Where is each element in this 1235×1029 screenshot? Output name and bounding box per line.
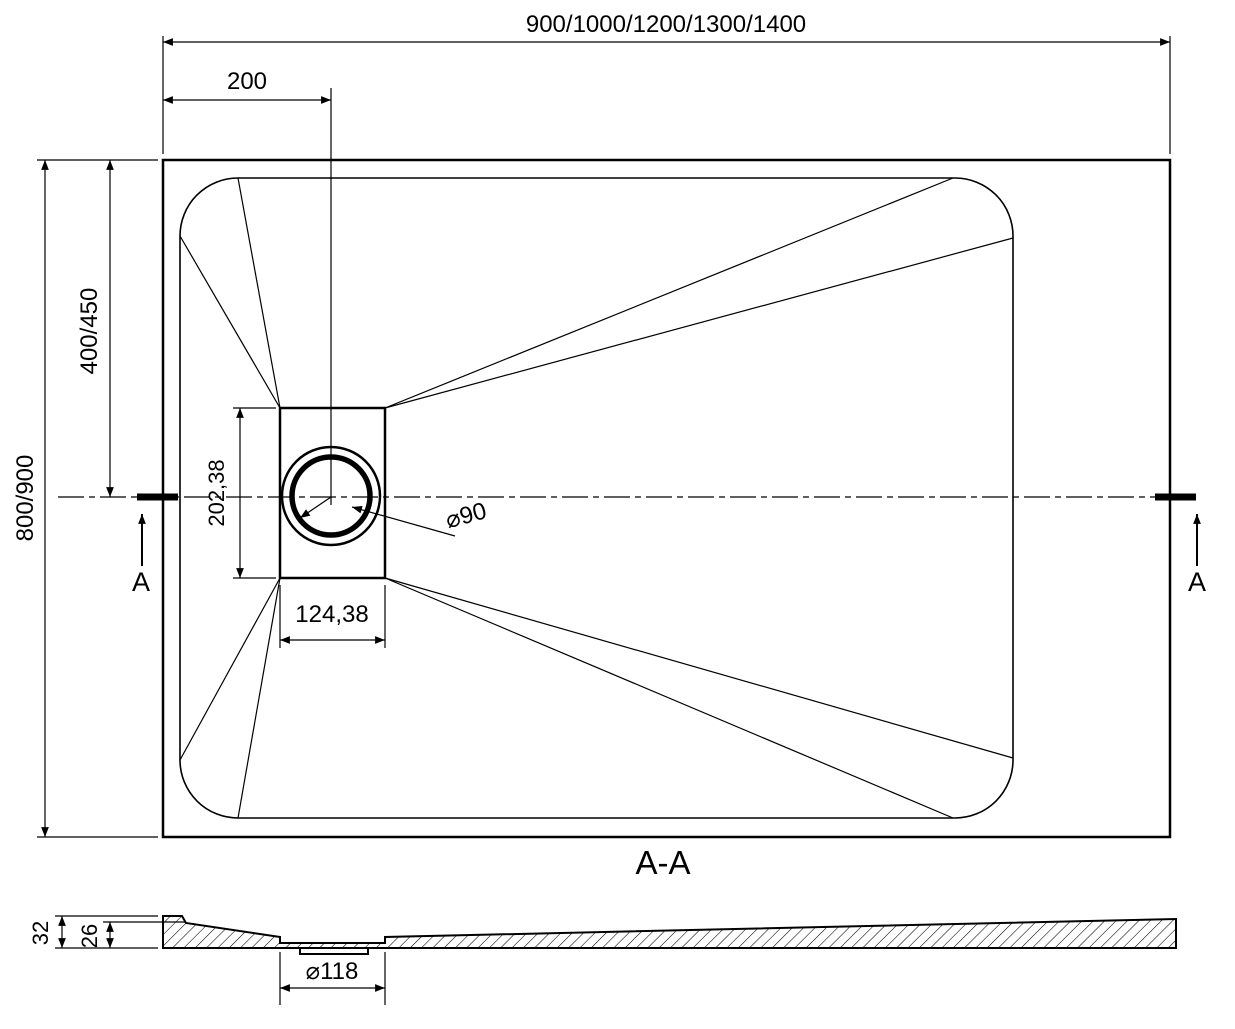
dim-total-height-label: 32 bbox=[28, 921, 53, 945]
dim-center-depth: 400/450 bbox=[76, 160, 114, 497]
section-arrow-right: A bbox=[1188, 514, 1206, 597]
tray-outer-outline bbox=[161, 158, 1172, 839]
dim-recess-diameter: ⌀118 bbox=[279, 952, 386, 1005]
dim-drain-box-width-label: 124,38 bbox=[295, 601, 368, 628]
tray-basin-outline bbox=[179, 177, 1014, 819]
dim-center-depth-label: 400/450 bbox=[76, 288, 103, 375]
dim-drain-offset: 200 bbox=[163, 68, 331, 104]
dim-total-height: 32 bbox=[28, 915, 158, 949]
dim-edge-height: 26 bbox=[77, 921, 186, 948]
drain-box-outline bbox=[278, 406, 387, 580]
dim-drain-box-height-label: 202,38 bbox=[204, 459, 229, 526]
dim-overall-width-label: 900/1000/1200/1300/1400 bbox=[526, 11, 806, 38]
top-view-drawing: A A 900/1000/1200/1300/1400 200 800/900 bbox=[12, 11, 1206, 839]
section-drain-boss bbox=[299, 948, 369, 955]
section-marker-right-label: A bbox=[1188, 567, 1206, 597]
section-marker-left-label: A bbox=[132, 567, 150, 597]
dim-drain-diameter: ⌀90 bbox=[299, 496, 490, 537]
slope-lines bbox=[179, 177, 1014, 819]
section-view-drawing: 32 26 ⌀118 bbox=[28, 915, 1177, 1005]
dim-recess-diameter-label: ⌀118 bbox=[306, 958, 359, 985]
dim-overall-depth-label: 800/900 bbox=[12, 455, 39, 542]
section-arrow-left: A bbox=[132, 514, 150, 597]
dim-edge-height-label: 26 bbox=[77, 924, 102, 948]
dim-drain-box-height: 202,38 bbox=[204, 407, 276, 579]
dim-overall-width: 900/1000/1200/1300/1400 bbox=[162, 11, 1171, 154]
dim-drain-offset-label: 200 bbox=[227, 68, 267, 95]
dim-overall-depth: 800/900 bbox=[12, 159, 158, 838]
section-title-label: A-A bbox=[635, 844, 690, 881]
dim-drain-box-width: 124,38 bbox=[279, 585, 386, 648]
section-profile bbox=[162, 915, 1177, 949]
dim-drain-diameter-label: ⌀90 bbox=[443, 497, 490, 534]
